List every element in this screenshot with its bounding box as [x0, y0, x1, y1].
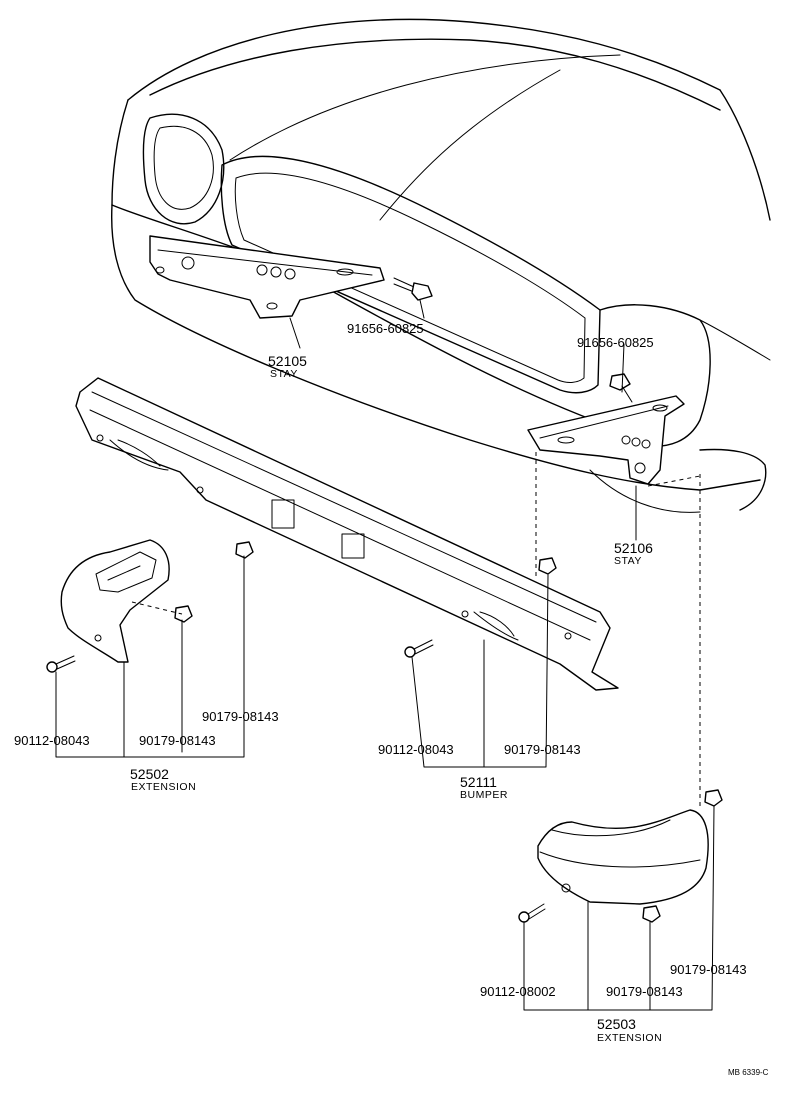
- fastener-symbols: [46, 541, 723, 923]
- stay-52105: [149, 235, 385, 319]
- part-number-52106: 52106: [614, 540, 653, 556]
- stay-52106: [527, 395, 685, 485]
- fastener-label-bumper-nut: 90179-08143: [504, 742, 581, 757]
- car-body-outline: [111, 18, 771, 513]
- leader-lines: [55, 299, 715, 1011]
- fastener-label-bolt-right: 91656-60825: [577, 335, 654, 350]
- part-desc-52502: EXTENSION: [131, 781, 197, 793]
- bumper-52111: [75, 377, 619, 691]
- extension-52502: [60, 539, 170, 663]
- extension-52503: [537, 809, 709, 905]
- part-desc-52111: BUMPER: [460, 789, 508, 801]
- alignment-lines: [131, 452, 701, 810]
- part-number-52502: 52502: [130, 766, 169, 782]
- bolt-left: [393, 277, 433, 301]
- fastener-label-ext-right-nut-inner: 90179-08143: [606, 984, 683, 999]
- bolt-right: [609, 373, 633, 403]
- fastener-label-bolt-left: 91656-60825: [347, 321, 424, 336]
- fastener-label-ext-left-nut-outer: 90179-08143: [202, 709, 279, 724]
- part-desc-52503: EXTENSION: [597, 1032, 663, 1044]
- fastener-label-ext-right-nut-outer: 90179-08143: [670, 962, 747, 977]
- part-number-52111: 52111: [460, 774, 497, 790]
- fastener-label-ext-left-screw: 90112-08043: [14, 733, 90, 748]
- part-number-52503: 52503: [597, 1016, 636, 1032]
- part-desc-52106: STAY: [614, 555, 642, 567]
- part-desc-52105: STAY: [270, 368, 298, 380]
- drawing-reference-code: MB 6339-C: [728, 1068, 769, 1077]
- fastener-label-bumper-screw: 90112-08043: [378, 742, 454, 757]
- fastener-label-ext-left-nut-inner: 90179-08143: [139, 733, 216, 748]
- fastener-label-ext-right-screw: 90112-08002: [480, 984, 556, 999]
- part-number-52105: 52105: [268, 353, 307, 369]
